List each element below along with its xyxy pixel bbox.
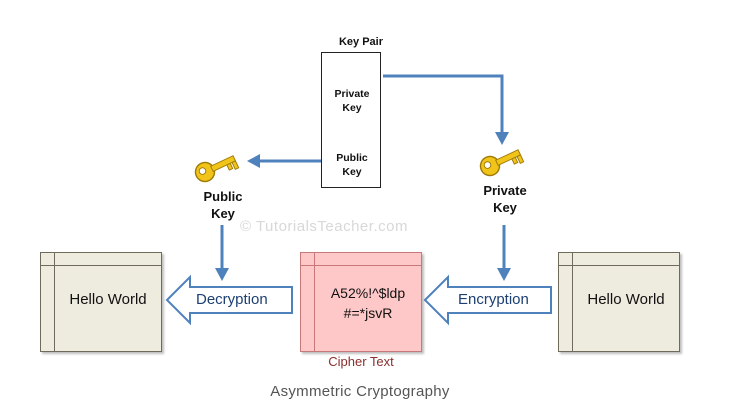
plaintext-left-text: Hello World <box>69 291 147 308</box>
key-pair-public-key-label-line1: Public <box>336 152 368 164</box>
private-key-label-line2: Key <box>493 200 517 215</box>
plaintext-document-right: Hello World <box>558 252 680 352</box>
arrow-public-key-down-head <box>215 268 229 281</box>
cipher-text-line1: A52%!^$ldp <box>330 285 406 301</box>
key-pair-title: Key Pair <box>338 36 384 48</box>
public-key-label-line1: Public <box>203 189 243 204</box>
key-pair-private-key-label-line1: Private <box>334 88 370 100</box>
key-pair-public-key-label-line2: Key <box>342 166 362 178</box>
arrow-private-key-down-head <box>497 268 511 281</box>
public-key-icon <box>191 149 240 187</box>
decryption-block-arrow <box>165 274 293 326</box>
cipher-text-content: A52%!^$ldp #=*jsvR <box>315 283 421 323</box>
cipher-text-line2: #=*jsvR <box>343 305 393 321</box>
encryption-label: Encryption <box>458 291 529 308</box>
key-pair-private-key-label: Private Key <box>322 87 382 115</box>
plaintext-document-left: Hello World <box>40 252 162 352</box>
public-key-label: Public Key <box>192 188 254 222</box>
private-key-label: Private Key <box>472 182 538 216</box>
watermark: © TutorialsTeacher.com <box>240 218 408 235</box>
cipher-document: A52%!^$ldp #=*jsvR <box>300 252 422 352</box>
key-pair-public-key-label: Public Key <box>322 151 382 179</box>
public-key-label-line2: Key <box>211 206 235 221</box>
cipher-text-label: Cipher Text <box>328 354 394 369</box>
key-pair-box: Private Key Public Key <box>321 52 381 188</box>
arrow-keypair-to-public-head <box>247 154 260 168</box>
diagram-caption: Asymmetric Cryptography <box>270 383 450 400</box>
encryption-block-arrow <box>423 274 552 326</box>
plaintext-right-text: Hello World <box>587 291 665 308</box>
arrow-keypair-to-private-head <box>495 132 509 145</box>
private-key-icon <box>476 143 525 181</box>
key-pair-private-key-label-line2: Key <box>342 102 362 114</box>
private-key-label-line1: Private <box>483 183 527 198</box>
arrow-keypair-to-private <box>383 74 504 134</box>
decryption-label: Decryption <box>196 291 268 308</box>
